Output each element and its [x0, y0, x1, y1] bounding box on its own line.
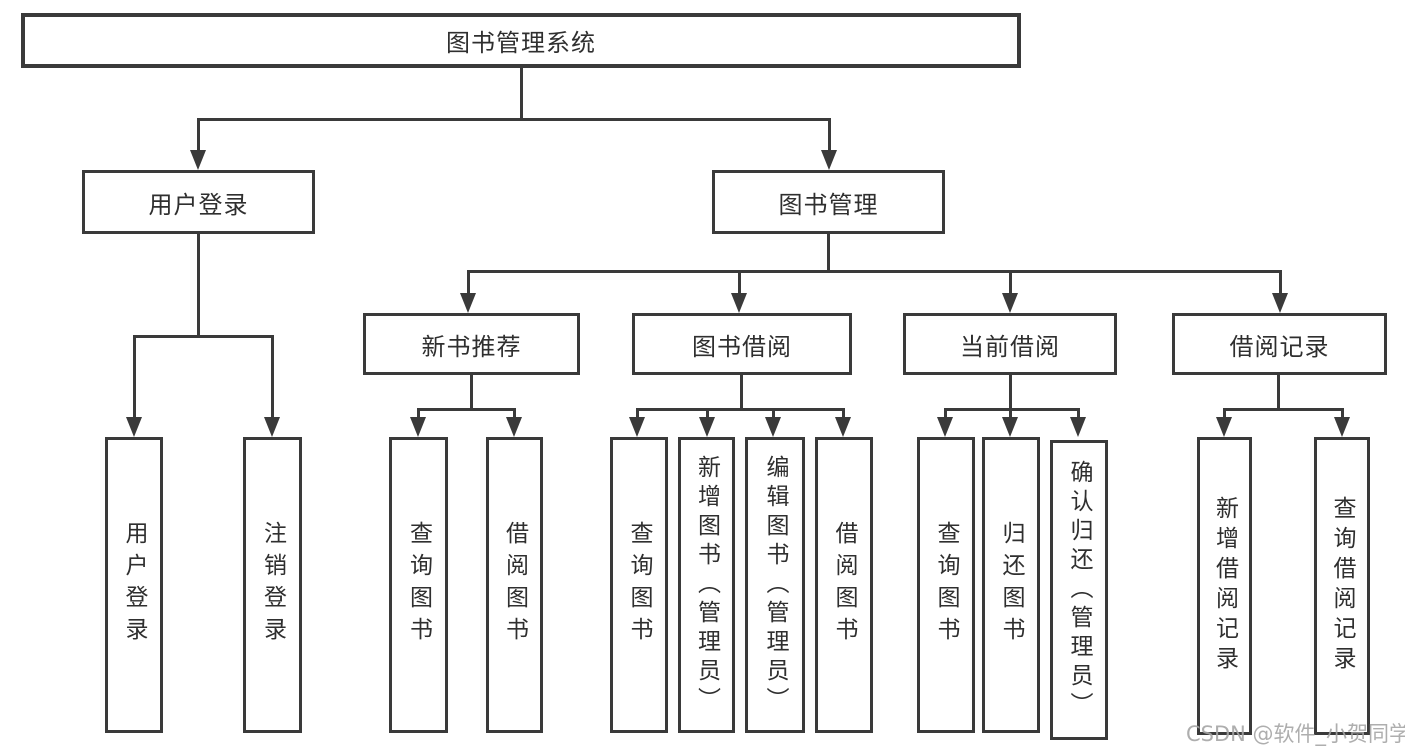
node-logout: 注销登录 — [243, 437, 302, 733]
connector-root-bar — [197, 118, 831, 121]
connector-current-stub-3 — [1077, 408, 1080, 420]
connector-bookmgmt-stub-1 — [467, 270, 470, 296]
node-rec-borrow-books: 借阅图书 — [486, 437, 543, 733]
connector-newbook-stub-1 — [417, 408, 420, 420]
arrowhead-down-icon — [1002, 293, 1018, 313]
connector-records-stem — [1277, 375, 1280, 411]
connector-borrow-stub-3 — [772, 408, 775, 420]
node-borrow-records: 借阅记录 — [1172, 313, 1387, 375]
connector-newbook-stem — [470, 375, 473, 411]
arrowhead-down-icon — [1272, 293, 1288, 313]
node-bor-borrow-books: 借阅图书 — [815, 437, 873, 733]
node-current-borrow: 当前借阅 — [903, 313, 1117, 375]
node-current-borrow-label: 当前借阅 — [960, 332, 1060, 361]
connector-userlogin-left-stub — [133, 335, 136, 419]
connector-newbook-bar — [417, 408, 516, 411]
arrowhead-down-icon — [629, 417, 645, 437]
connector-records-stub-2 — [1341, 408, 1344, 420]
connector-bookmgmt-bar — [467, 270, 1281, 273]
node-bor-edit-books-label: 编辑图书（管理员） — [762, 454, 788, 716]
node-recs-query-record: 查询借阅记录 — [1314, 437, 1370, 735]
node-bor-query-books-label: 查询图书 — [626, 521, 652, 649]
node-logout-label: 注销登录 — [259, 521, 286, 649]
arrowhead-down-icon — [821, 150, 837, 170]
watermark-text: CSDN @软件_小贺同学 — [1186, 722, 1405, 746]
node-cur-confirm-return-label: 确认归还（管理员） — [1066, 459, 1092, 721]
node-cur-query-books: 查询图书 — [917, 437, 975, 733]
node-new-book-recommend-label: 新书推荐 — [421, 332, 522, 361]
connector-borrow-stub-2 — [706, 408, 709, 420]
node-rec-borrow-books-label: 借阅图书 — [501, 521, 528, 649]
arrowhead-down-icon — [264, 417, 280, 437]
connector-current-stub-1 — [944, 408, 947, 420]
arrowhead-down-icon — [835, 417, 851, 437]
arrowhead-down-icon — [410, 417, 426, 437]
arrowhead-down-icon — [1002, 417, 1018, 437]
node-bor-query-books: 查询图书 — [610, 437, 668, 733]
node-recs-add-record-label: 新增借阅记录 — [1211, 496, 1238, 676]
node-root: 图书管理系统 — [21, 13, 1021, 68]
connector-userlogin-stem — [197, 234, 200, 337]
node-rec-query-books-label: 查询图书 — [405, 521, 432, 649]
node-bor-edit-books: 编辑图书（管理员） — [745, 437, 805, 733]
connector-borrow-stub-4 — [842, 408, 845, 420]
arrowhead-down-icon — [506, 417, 522, 437]
node-recs-query-record-label: 查询借阅记录 — [1329, 496, 1355, 676]
node-bor-add-books: 新增图书（管理员） — [678, 437, 735, 733]
connector-borrow-bar — [636, 408, 845, 411]
arrowhead-down-icon — [190, 150, 206, 170]
connector-bookmgmt-stub-4 — [1279, 270, 1282, 296]
connector-bookmgmt-stem — [827, 234, 830, 273]
node-login-label: 用户登录 — [121, 521, 147, 649]
connector-root-left-stub — [197, 118, 200, 152]
node-bor-borrow-books-label: 借阅图书 — [831, 521, 857, 649]
node-root-label: 图书管理系统 — [446, 29, 596, 57]
connector-current-stub-2 — [1009, 408, 1012, 420]
node-bor-add-books-label: 新增图书（管理员） — [693, 454, 720, 716]
arrowhead-down-icon — [460, 293, 476, 313]
node-cur-query-books-label: 查询图书 — [933, 521, 959, 649]
connector-root-right-stub — [828, 118, 831, 152]
node-book-borrow: 图书借阅 — [632, 313, 852, 375]
node-user-login-label: 用户登录 — [148, 190, 249, 219]
node-new-book-recommend: 新书推荐 — [363, 313, 580, 375]
connector-records-bar — [1223, 408, 1343, 411]
node-borrow-records-label: 借阅记录 — [1229, 332, 1330, 361]
connector-borrow-stem — [740, 375, 743, 411]
node-cur-confirm-return: 确认归还（管理员） — [1050, 440, 1108, 740]
arrowhead-down-icon — [1334, 417, 1350, 437]
node-cur-return-books: 归还图书 — [982, 437, 1040, 733]
arrowhead-down-icon — [1216, 417, 1232, 437]
connector-root-stem — [520, 68, 523, 120]
connector-userlogin-bar — [133, 335, 274, 338]
node-rec-query-books: 查询图书 — [389, 437, 448, 733]
node-recs-add-record: 新增借阅记录 — [1197, 437, 1252, 735]
node-user-login: 用户登录 — [82, 170, 315, 234]
connector-current-stem — [1009, 375, 1012, 411]
node-book-management-label: 图书管理 — [778, 190, 879, 219]
connector-bookmgmt-stub-3 — [1009, 270, 1012, 296]
connector-records-stub-1 — [1223, 408, 1226, 420]
connector-bookmgmt-stub-2 — [738, 270, 741, 296]
connector-userlogin-right-stub — [271, 335, 274, 419]
arrowhead-down-icon — [731, 293, 747, 313]
connector-newbook-stub-2 — [513, 408, 516, 420]
node-book-borrow-label: 图书借阅 — [692, 332, 792, 361]
arrowhead-down-icon — [126, 417, 142, 437]
arrowhead-down-icon — [1070, 417, 1086, 437]
arrowhead-down-icon — [937, 417, 953, 437]
arrowhead-down-icon — [765, 417, 781, 437]
node-login: 用户登录 — [105, 437, 163, 733]
connector-borrow-stub-1 — [636, 408, 639, 420]
node-cur-return-books-label: 归还图书 — [998, 521, 1024, 649]
arrowhead-down-icon — [699, 417, 715, 437]
node-book-management: 图书管理 — [712, 170, 945, 234]
